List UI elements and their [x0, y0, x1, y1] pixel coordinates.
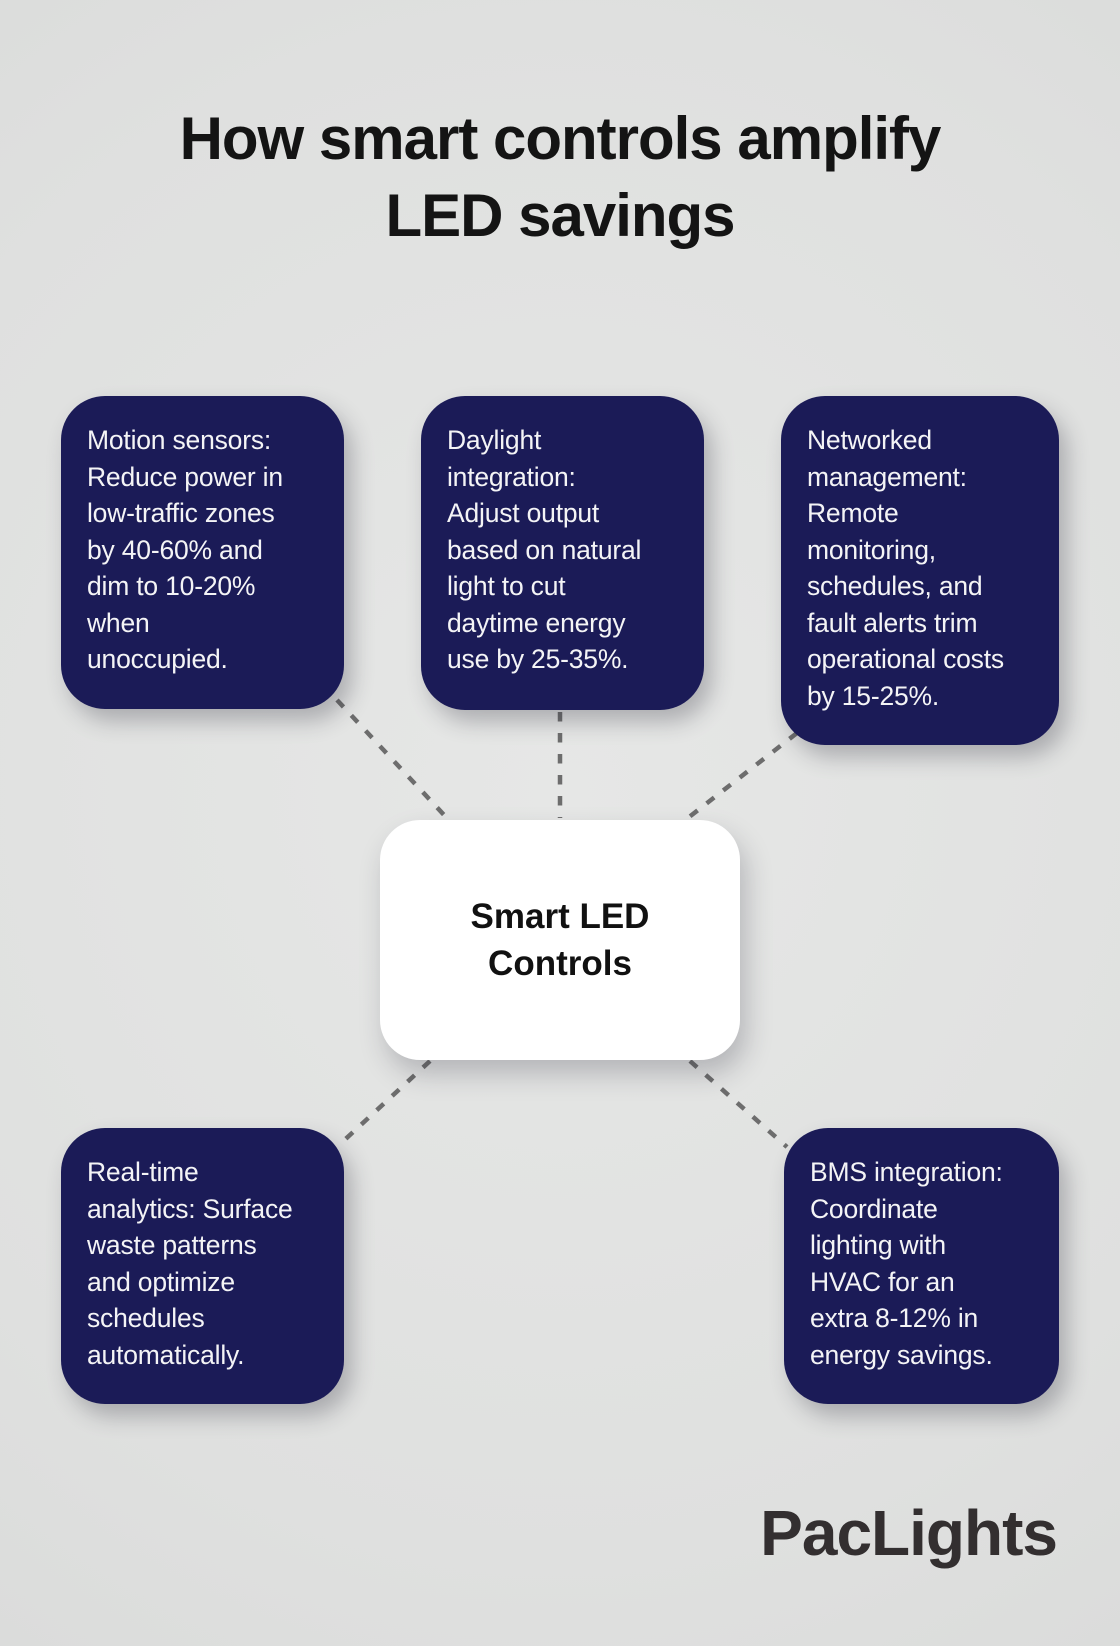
card-real-time-analytics: Real-time analytics: Surface waste patte…: [61, 1128, 344, 1404]
center-node-smart-led-controls: Smart LED Controls: [380, 820, 740, 1060]
connector-motion-sensors-icon: [335, 698, 447, 818]
center-node-label: Smart LED Controls: [470, 897, 650, 983]
connector-networked-management-icon: [682, 731, 799, 823]
card-daylight-integration-text: Daylight integration: Adjust output base…: [447, 425, 642, 674]
connector-bms-integration-icon: [688, 1059, 789, 1149]
page-title: How smart controls amplify LED savings: [179, 105, 942, 249]
connector-real-time-analytics-icon: [336, 1059, 432, 1148]
card-daylight-integration: Daylight integration: Adjust output base…: [421, 396, 704, 710]
card-bms-integration-text: BMS integration: Coordinate lighting wit…: [810, 1157, 1003, 1370]
card-networked-management-text: Networked management: Remote monitoring,…: [807, 425, 1004, 711]
paclights-logo: PacLights: [760, 1497, 1058, 1569]
card-real-time-analytics-text: Real-time analytics: Surface waste patte…: [87, 1157, 293, 1370]
card-motion-sensors-text: Motion sensors: Reduce power in low-traf…: [87, 425, 283, 674]
card-bms-integration: BMS integration: Coordinate lighting wit…: [784, 1128, 1059, 1404]
card-motion-sensors: Motion sensors: Reduce power in low-traf…: [61, 396, 344, 709]
card-networked-management: Networked management: Remote monitoring,…: [781, 396, 1059, 745]
